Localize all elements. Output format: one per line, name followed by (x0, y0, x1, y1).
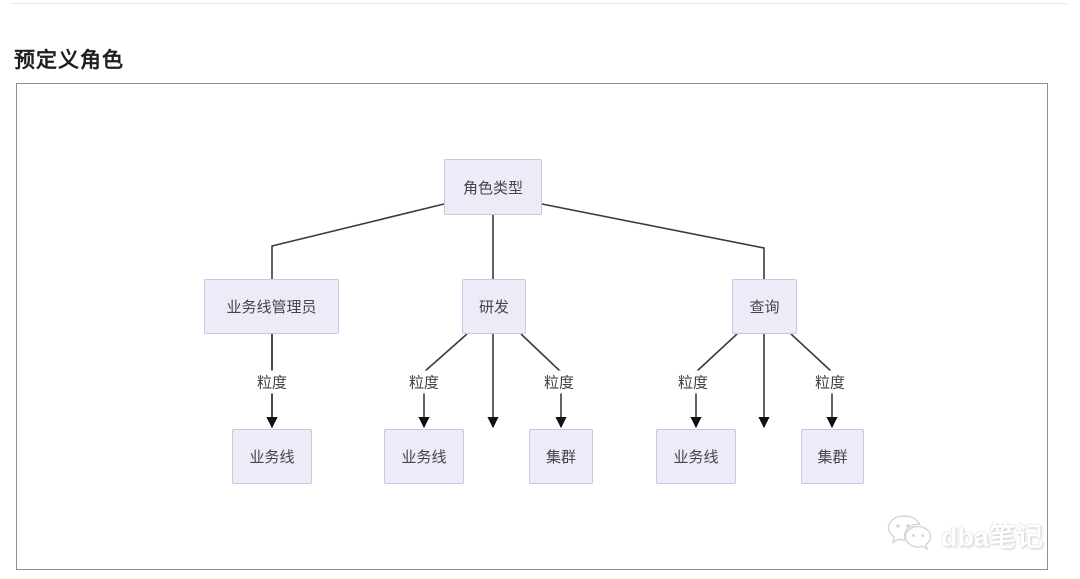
node-query: 查询 (732, 279, 797, 334)
node-bizline-leaf-2: 业务线 (384, 429, 464, 484)
edge-label-granularity-5: 粒度 (811, 370, 849, 394)
diagram-canvas: 角色类型 业务线管理员 研发 查询 业务线 业务线 集群 业务线 集群 粒度 粒… (16, 83, 1048, 570)
edge-label-granularity-1: 粒度 (253, 370, 291, 394)
node-role-type: 角色类型 (444, 159, 542, 215)
watermark-text: dba笔记 (940, 521, 1043, 552)
edge-root-query (541, 203, 770, 429)
node-bizline-admin: 业务线管理员 (204, 279, 339, 334)
node-bizline-leaf-3: 业务线 (656, 429, 736, 484)
edge-label-granularity-4: 粒度 (674, 370, 712, 394)
edge-label-granularity-3: 粒度 (540, 370, 578, 394)
page-title: 预定义角色 (14, 49, 124, 73)
node-bizline-leaf-1: 业务线 (232, 429, 312, 484)
diagram-edges (266, 203, 838, 429)
node-rnd: 研发 (462, 279, 526, 334)
top-divider (10, 3, 1068, 4)
node-cluster-leaf-2: 集群 (801, 429, 864, 484)
edge-label-granularity-2: 粒度 (405, 370, 443, 394)
node-cluster-leaf-1: 集群 (529, 429, 593, 484)
wechat-icon (887, 515, 932, 551)
watermark: dba笔记 (885, 513, 1043, 555)
